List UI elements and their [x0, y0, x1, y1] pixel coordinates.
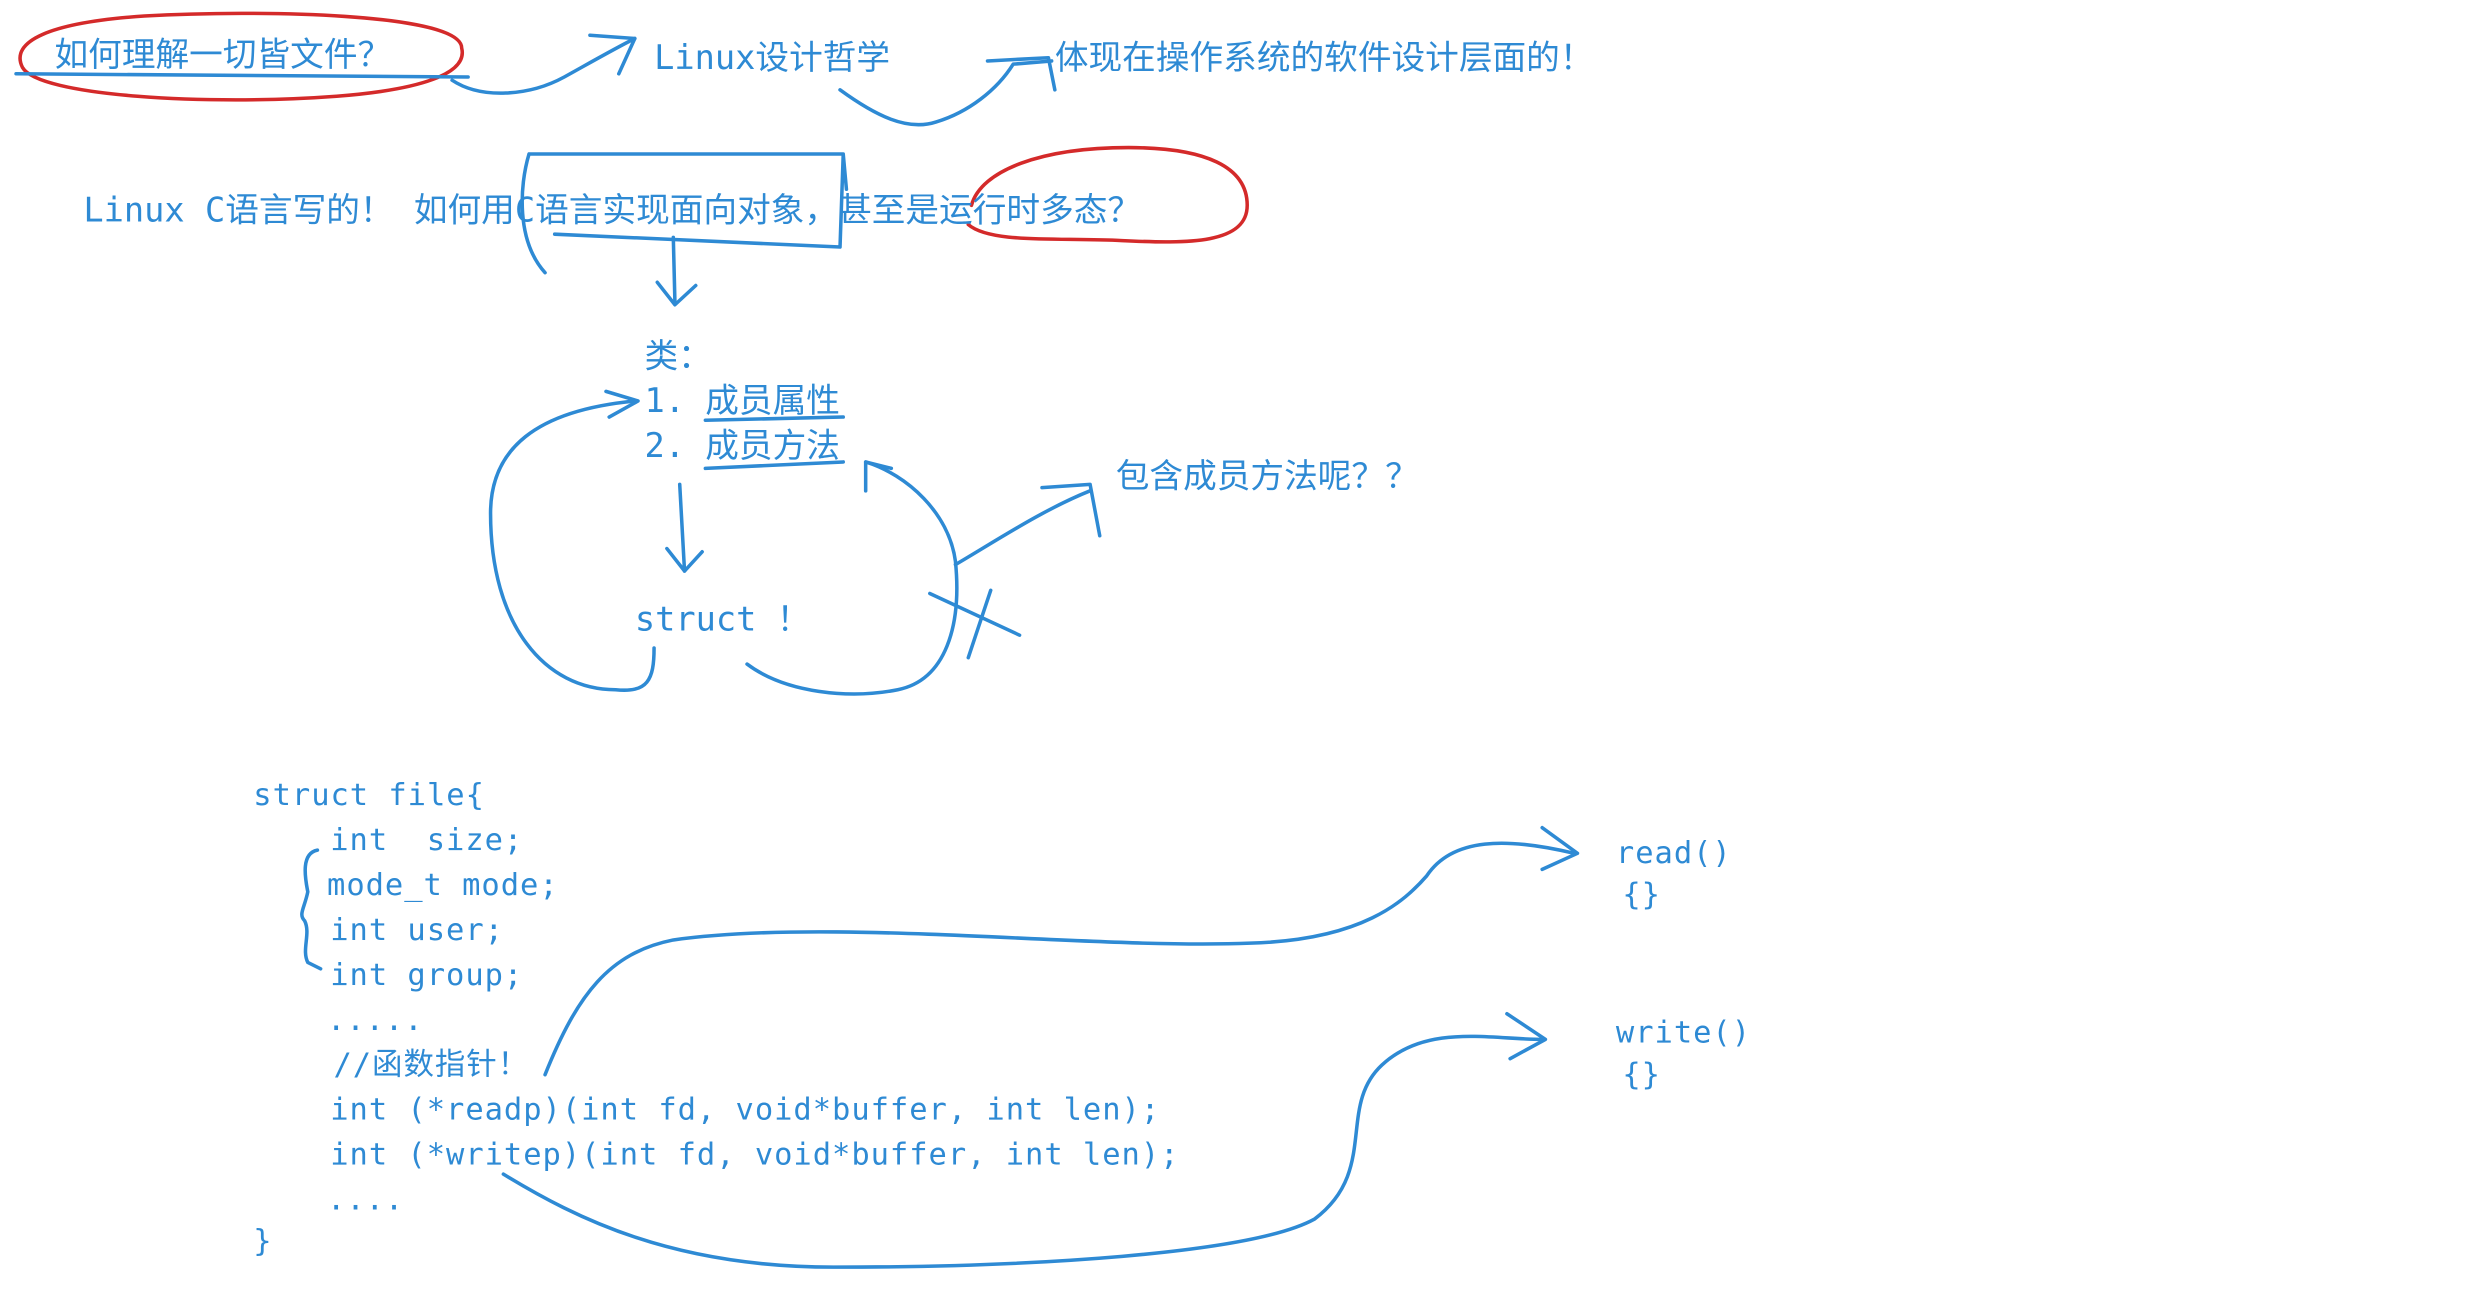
write-function-signature: write() — [1615, 1015, 1752, 1051]
class-label: 类： — [644, 336, 712, 376]
question-text: 如何理解一切皆文件？ — [54, 35, 392, 74]
code-line: struct file{ — [253, 777, 485, 814]
arrow-to-philosophy-head — [588, 33, 637, 76]
arrow-to-struct-head — [665, 546, 704, 573]
code-line: int group; — [330, 957, 524, 993]
code-line: int size; — [330, 822, 524, 859]
code-line: int (*readp)(int fd, void*buffer, int le… — [330, 1092, 1161, 1128]
arrow-to-struct — [677, 482, 687, 573]
code-line: int user; — [330, 912, 504, 948]
read-function-signature: read() — [1615, 835, 1732, 871]
arrow-to-write-head — [1505, 1011, 1548, 1061]
arrow-to-class — [671, 235, 677, 304]
code-line: ..... — [327, 1002, 424, 1038]
member-method-underline — [703, 460, 845, 471]
linux-c-line: Linux C语言写的！ 如何用C语言实现面向对象，甚至是运行时多态？ — [83, 190, 1142, 230]
question-underline — [14, 72, 470, 79]
oop-bracket-box — [520, 152, 849, 275]
member-attr-underline — [703, 415, 845, 423]
code-line: } — [253, 1223, 273, 1260]
polymorphism-circle — [966, 145, 1249, 244]
struct-to-method-loop — [745, 460, 959, 696]
arrow-readp-to-read — [543, 841, 1577, 1077]
write-function-body: {} — [1622, 1057, 1661, 1093]
arrow-to-os-design-head — [985, 55, 1057, 92]
struct-to-attr-loop-head — [604, 389, 640, 419]
code-line: int (*writep)(int fd, void*buffer, int l… — [330, 1137, 1180, 1173]
arrow-writep-to-write — [501, 1034, 1544, 1269]
code-line: .... — [327, 1182, 405, 1218]
cross-mark — [928, 588, 1022, 660]
struct-to-attr-loop — [488, 399, 656, 692]
contains-methods-question: 包含成员方法呢？？ — [1115, 457, 1419, 496]
arrow-to-os-design — [838, 59, 1054, 127]
arrow-to-philosophy — [450, 36, 637, 95]
member-attr: 1. 成员属性 — [644, 381, 840, 421]
arrow-to-class-head — [655, 280, 698, 307]
code-line: //函数指针！ — [333, 1047, 530, 1083]
read-function-body: {} — [1622, 877, 1661, 913]
code-line: mode_t mode; — [327, 867, 559, 904]
struct-to-method-loop-head — [863, 460, 894, 493]
struct-label: struct ！ — [634, 599, 811, 639]
question-circle — [18, 11, 464, 102]
member-method: 2. 成员方法 — [644, 426, 840, 466]
linux-philosophy-text: Linux设计哲学 — [654, 38, 891, 77]
fields-brace — [300, 848, 323, 971]
arrow-to-read-head — [1540, 825, 1580, 872]
os-design-text: 体现在操作系统的软件设计层面的！ — [1054, 38, 1594, 77]
arrow-to-contains-head — [1040, 482, 1102, 538]
arrow-to-contains — [953, 489, 1092, 567]
